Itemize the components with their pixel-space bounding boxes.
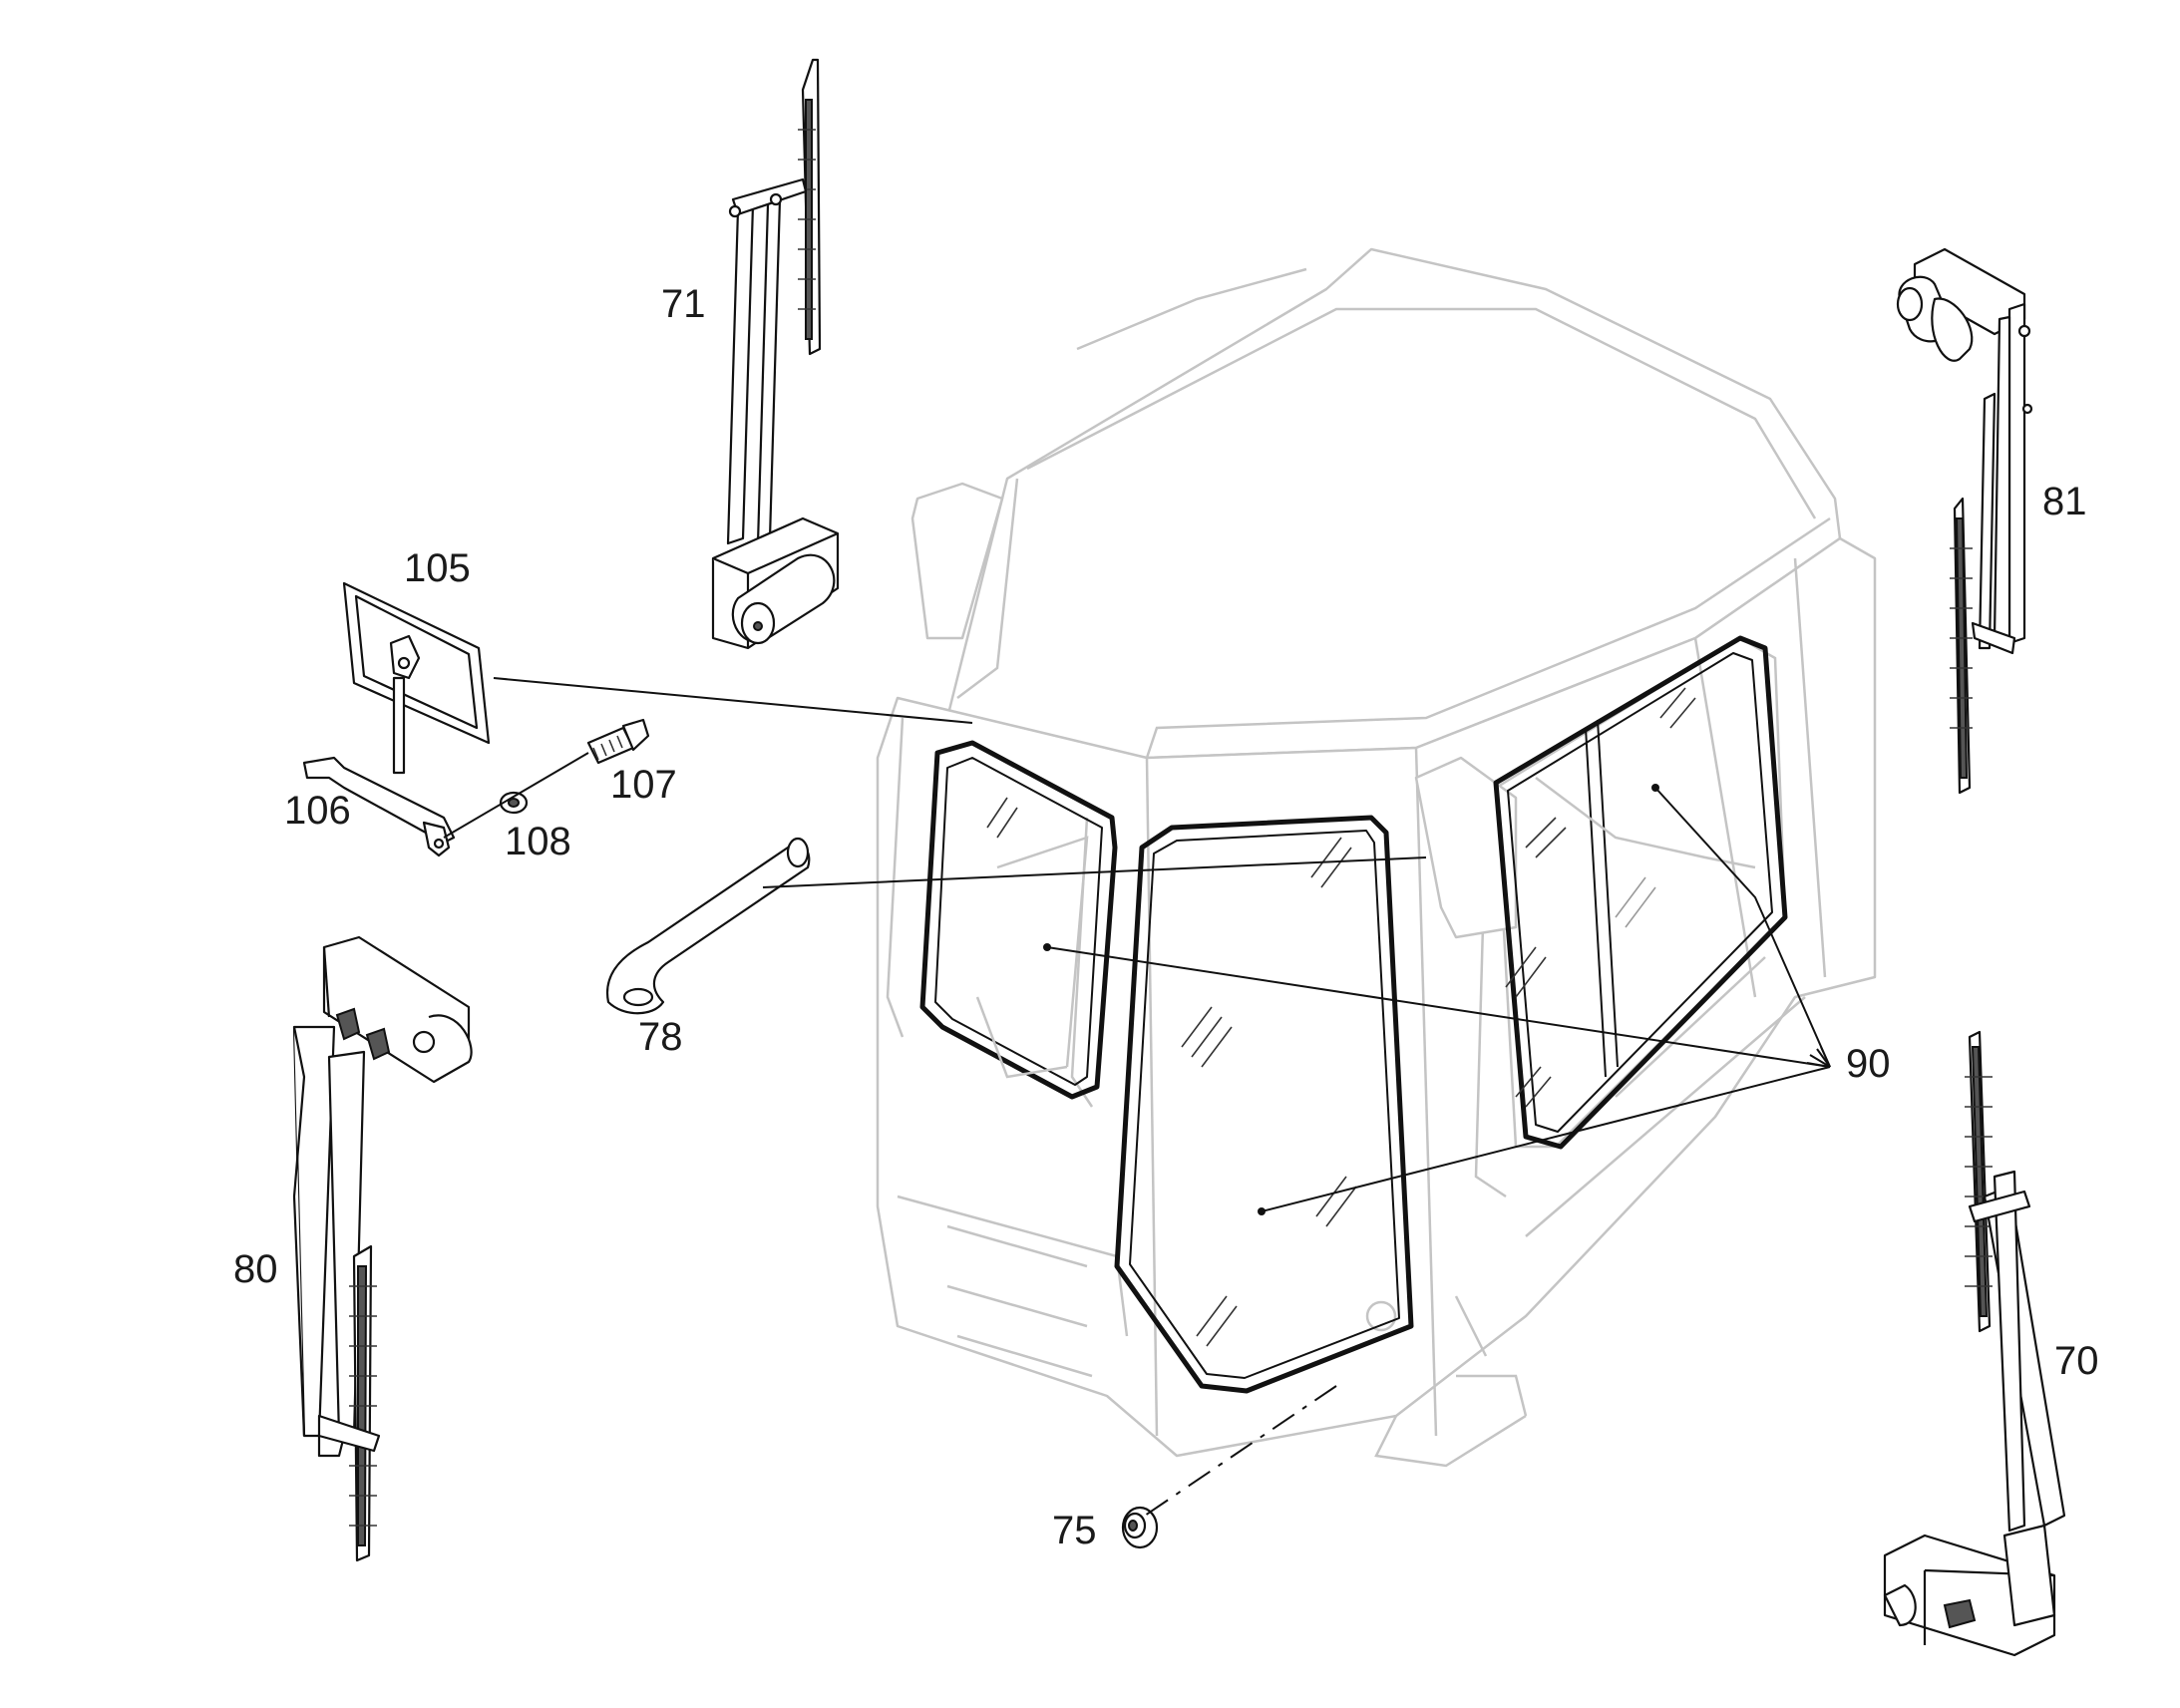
- callout-90: 90: [1846, 1042, 1891, 1086]
- window-glass-seals: [919, 635, 1788, 1394]
- callout-108: 108: [505, 820, 571, 863]
- callout-105: 105: [404, 546, 471, 590]
- cab-interior-details: [975, 777, 1766, 1098]
- callout-81: 81: [2042, 480, 2087, 523]
- mirror-bracket-106: [302, 676, 456, 857]
- left-wiper-assembly-80: [292, 935, 473, 1562]
- leader-lines: [443, 677, 1831, 1517]
- callout-75: 75: [1052, 1509, 1097, 1552]
- rear-view-mirror-105: [342, 581, 491, 745]
- callout-70: 70: [2054, 1339, 2099, 1383]
- glass-reflection-marks: [986, 687, 1696, 1347]
- top-wiper-assembly-71: [711, 58, 840, 650]
- right-bottom-wiper-assembly-70: [1883, 1030, 2066, 1657]
- washer-108: [499, 791, 529, 815]
- callout-78: 78: [638, 1015, 683, 1059]
- right-top-wiper-assembly-81: [1896, 247, 2033, 795]
- callout-80: 80: [233, 1247, 278, 1291]
- grommet-75: [1121, 1506, 1159, 1549]
- callout-106: 106: [284, 789, 351, 833]
- bolt-107: [586, 718, 650, 765]
- callout-107: 107: [610, 763, 677, 807]
- callout-71: 71: [661, 282, 706, 326]
- hose-78: [605, 837, 811, 1015]
